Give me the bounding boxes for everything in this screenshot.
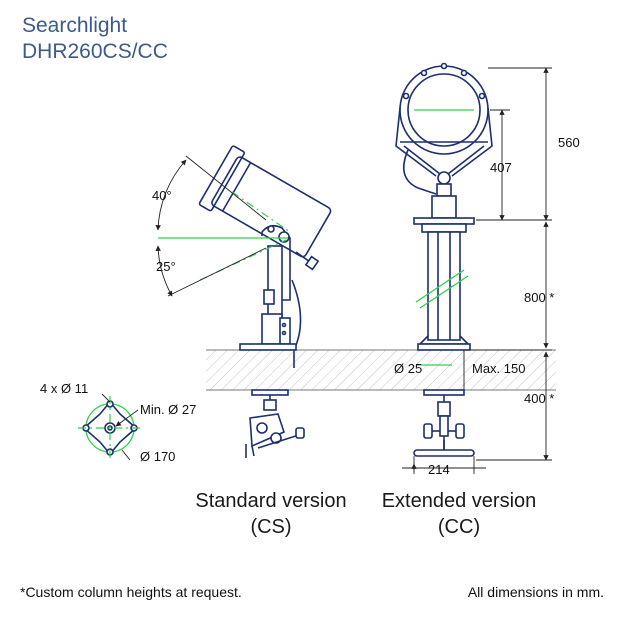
angle-up-label: 40° [152, 188, 172, 203]
handle-width-label: 214 [428, 462, 450, 477]
pipe-dia-label: Ø 25 [394, 361, 422, 376]
standard-version-label: Standard version (CS) [176, 488, 366, 540]
angle-down-label: 25° [156, 259, 176, 274]
dimension-800 [470, 221, 552, 351]
dimension-214 [402, 456, 486, 474]
below-deck-label: 400 * [524, 391, 554, 406]
deck-plate [206, 349, 556, 391]
extended-version-code: (CC) [437, 516, 481, 538]
dimension-560 [476, 67, 552, 221]
units-note: All dimensions in mm. [467, 584, 604, 600]
min-dia-label: Min. Ø 27 [140, 402, 196, 417]
height-head-label: 560 [558, 135, 580, 150]
deck-max-label: Max. 150 [472, 361, 525, 376]
standard-searchlight [155, 145, 332, 458]
standard-version-name: Standard version [195, 490, 347, 512]
column-height-label: 800 * [524, 290, 554, 305]
extended-searchlight [395, 62, 493, 457]
dimension-407 [490, 109, 510, 221]
title-line-2: DHR260CS/CC [22, 40, 168, 63]
flange-plan-view [78, 393, 142, 461]
extended-version-label: Extended version (CC) [362, 488, 556, 540]
dimension-400 [476, 351, 552, 461]
bolts-label: 4 x Ø 11 [40, 381, 88, 396]
flange-dia-label: Ø 170 [140, 449, 175, 464]
title-line-1: Searchlight [22, 14, 128, 37]
footnote: *Custom column heights at request. [20, 584, 242, 600]
height-lamp-label: 407 [490, 160, 512, 175]
standard-version-code: (CS) [250, 516, 292, 538]
extended-version-name: Extended version [381, 490, 537, 512]
